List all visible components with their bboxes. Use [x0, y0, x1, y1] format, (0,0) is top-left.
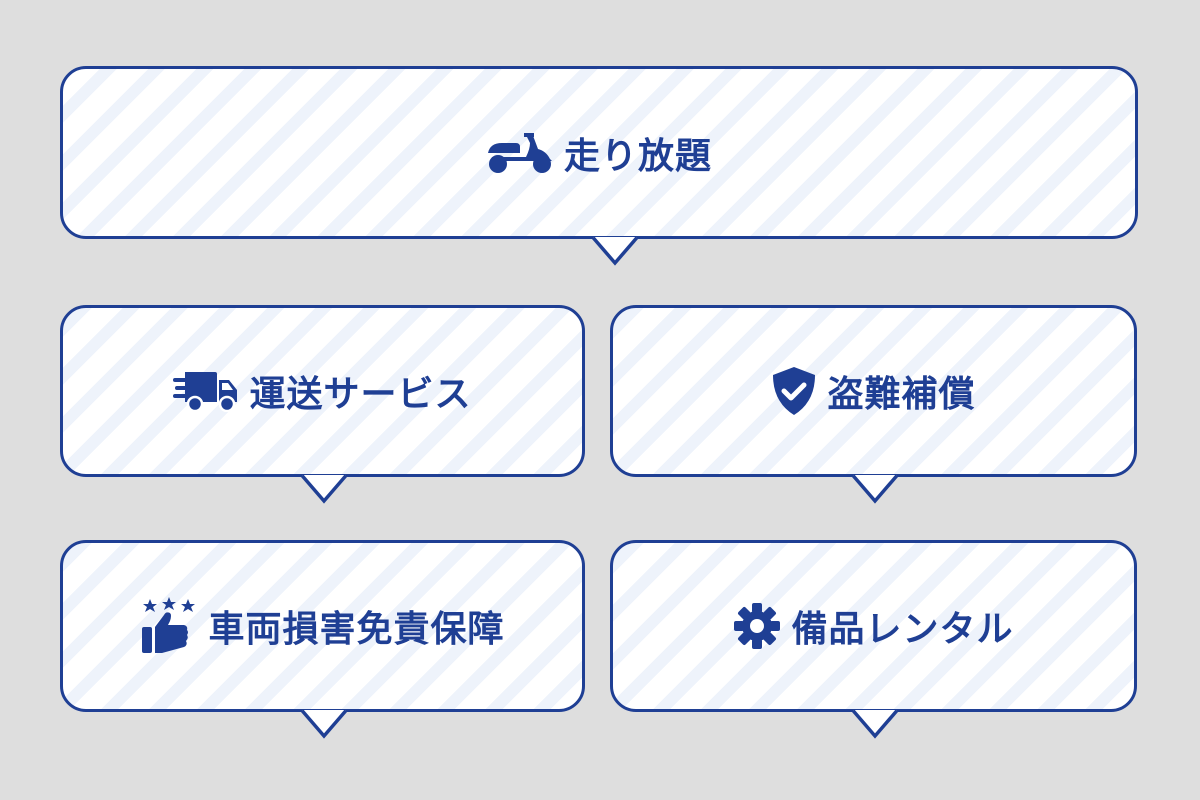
feature-bubble-vehicle-damage-waiver: 車両損害免責保障 [60, 540, 585, 739]
gear-icon [733, 602, 781, 650]
feature-bubble-unlimited-riding: 走り放題 [60, 66, 1138, 266]
feature-content: 走り放題 [486, 127, 712, 179]
feature-bubble-equipment-rental: 備品レンタル [610, 540, 1137, 739]
feature-label: 備品レンタル [791, 609, 1014, 650]
feature-bubble-theft-coverage: 盗難補償 [610, 305, 1137, 504]
feature-content: 盗難補償 [771, 365, 975, 417]
feature-label: 盗難補償 [827, 374, 976, 415]
feature-label: 車両損害免責保障 [208, 609, 505, 650]
feature-bubble-delivery-service: 運送サービス [60, 305, 585, 504]
delivery-truck-icon [173, 370, 239, 412]
feature-content: 運送サービス [173, 365, 471, 417]
feature-label: 走り放題 [563, 135, 712, 177]
shield-check-icon [771, 366, 817, 416]
thumbs-up-stars-icon [140, 597, 198, 655]
feature-content: 備品レンタル [733, 600, 1013, 652]
feature-label: 運送サービス [249, 374, 472, 415]
feature-content: 車両損害免責保障 [140, 597, 504, 655]
scooter-icon [486, 131, 554, 175]
